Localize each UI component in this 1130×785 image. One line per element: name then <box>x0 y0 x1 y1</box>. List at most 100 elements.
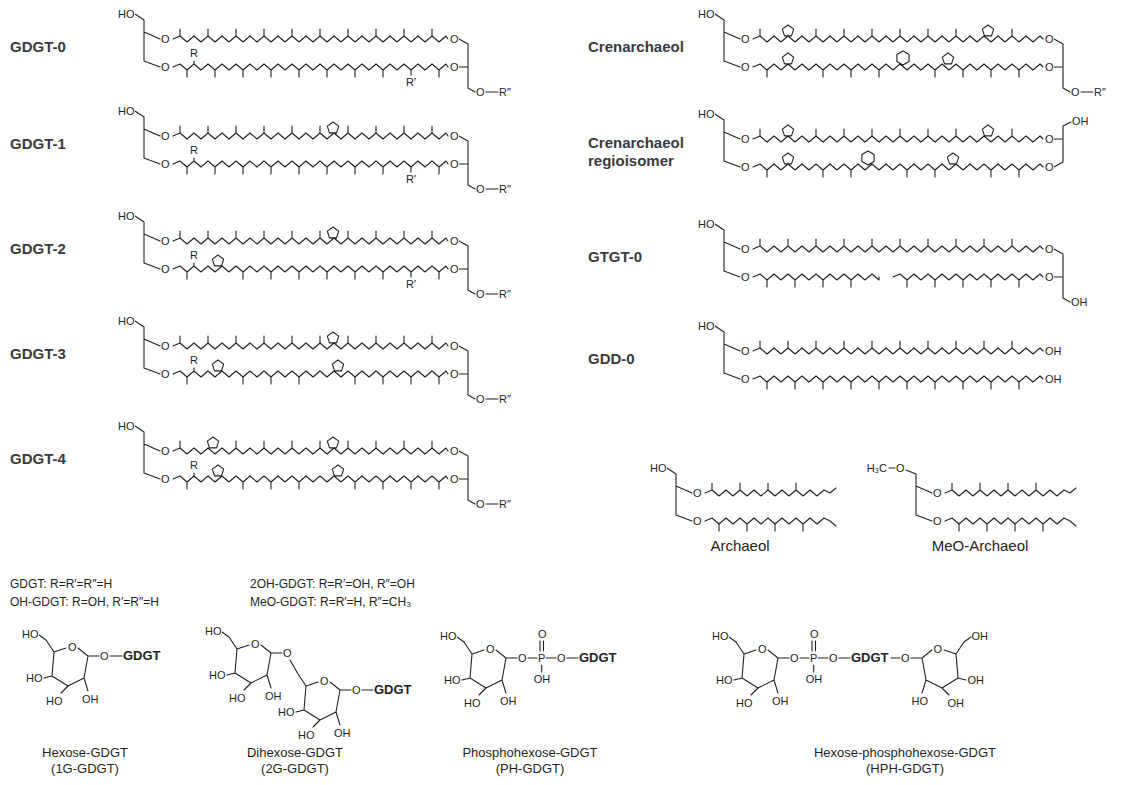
atom-label: OH <box>500 695 517 707</box>
compound-name: GDGT-2 <box>10 240 66 258</box>
compound-caption: Dihexose-GDGT (2G-GDGT) <box>238 745 352 777</box>
atom-label: HO <box>464 697 481 709</box>
atom-label: O <box>758 643 767 655</box>
substituent-note: MeO-GDGT: R=R′=H, R″=CH₃ <box>250 595 411 609</box>
atom-label: O <box>933 515 942 527</box>
atom-label: O <box>476 86 485 98</box>
atom-label: O <box>450 33 459 45</box>
atom-label: O <box>161 33 170 45</box>
atom-label: HO <box>118 210 135 222</box>
atom-label: O <box>829 652 838 664</box>
atom-label: O <box>741 271 750 283</box>
atom-label: HO <box>698 218 715 230</box>
atom-label: O <box>450 158 459 170</box>
atom-label: O <box>933 487 942 499</box>
atom-label: O <box>476 183 485 195</box>
atom-label: HO <box>22 628 39 640</box>
atom-label: O <box>901 652 910 664</box>
atom-label: HO <box>716 674 733 686</box>
compound-name: MeO-Archaeol <box>932 537 1029 555</box>
compound-caption: Hexose-GDGT (1G-GDGT) <box>35 745 135 777</box>
atom-label: O <box>741 33 750 45</box>
atom-label: O <box>352 684 361 696</box>
atom-label: OH <box>82 693 99 705</box>
group-label: GDGT <box>374 682 412 698</box>
atom-label: O <box>476 288 485 300</box>
atom-label: O <box>741 373 750 385</box>
atom-label: O <box>741 345 750 357</box>
atom-label: HO <box>278 706 295 718</box>
atom-label: OH <box>1045 345 1062 357</box>
atom-label: O <box>476 498 485 510</box>
atom-label: OH <box>948 697 965 709</box>
atom-label: OH <box>1072 115 1089 127</box>
atom-label: HO <box>444 674 461 686</box>
atom-label: O <box>741 61 750 73</box>
compound-name: GDGT-1 <box>10 135 66 153</box>
atom-label: O <box>161 235 170 247</box>
atom-label: O <box>790 652 799 664</box>
atom-label: O <box>1045 133 1054 145</box>
atom-label: O <box>896 462 905 474</box>
atom-label: HO <box>712 630 729 642</box>
atom-label: OH <box>772 695 789 707</box>
atom-label: O <box>693 515 702 527</box>
atom-label: HO <box>912 695 929 707</box>
atom-label: R′ <box>406 173 416 185</box>
atom-label: OH <box>972 630 989 642</box>
atom-label: O <box>693 487 702 499</box>
atom-label: OH <box>968 674 985 686</box>
skeletal-bonds <box>39 14 1093 727</box>
atom-label: O <box>161 445 170 457</box>
atom-label: O <box>741 243 750 255</box>
atom-label: O <box>538 628 547 640</box>
atom-label: OH <box>1045 373 1062 385</box>
atom-label: R″ <box>499 393 511 405</box>
atom-label: O <box>161 158 170 170</box>
compound-name: Crenarchaeol regioisomer <box>588 134 692 170</box>
atom-label: P <box>810 652 817 664</box>
atom-label: O <box>320 675 329 687</box>
atom-label: O <box>810 628 819 640</box>
atom-label: O <box>518 652 527 664</box>
compound-caption: Phosphohexose-GDGT (PH-GDGT) <box>454 745 606 777</box>
atom-label: HO <box>650 462 667 474</box>
atom-label: O <box>450 473 459 485</box>
atom-label: HO <box>698 320 715 332</box>
atom-label: OH <box>1071 296 1088 308</box>
atom-label: O <box>450 340 459 352</box>
atom-label: O <box>1045 61 1054 73</box>
atom-label: O <box>1045 161 1054 173</box>
atom-label: R <box>190 47 198 59</box>
atom-label: R″ <box>499 498 511 510</box>
atom-label: HO <box>209 669 226 681</box>
atom-label: O <box>161 473 170 485</box>
atom-label: OH <box>334 727 351 739</box>
atom-label: HO <box>229 692 246 704</box>
atom-label: O <box>1045 33 1054 45</box>
atom-label: R″ <box>499 183 511 195</box>
atom-label: H₃C <box>867 462 887 474</box>
substituent-note: GDGT: R=R′=R″=H <box>10 577 112 591</box>
atom-label: O <box>100 650 109 662</box>
atom-label: HO <box>118 105 135 117</box>
atom-label: O <box>161 61 170 73</box>
atom-label: HO <box>698 8 715 20</box>
atom-label: O <box>450 235 459 247</box>
atom-label: R″ <box>499 288 511 300</box>
atom-label: OH <box>806 673 823 685</box>
atom-label: O <box>1071 86 1080 98</box>
compound-name: GDD-0 <box>588 350 635 368</box>
atom-label: R <box>190 249 198 261</box>
atom-label: HO <box>46 695 63 707</box>
atom-label: O <box>486 643 495 655</box>
compound-caption: Hexose-phosphohexose-GDGT (HPH-GDGT) <box>799 745 1011 777</box>
atom-label: HO <box>736 697 753 709</box>
atom-label: O <box>450 130 459 142</box>
atom-label: OH <box>265 690 282 702</box>
atom-label: O <box>161 368 170 380</box>
atom-label: OH <box>534 673 551 685</box>
atom-label: O <box>450 263 459 275</box>
